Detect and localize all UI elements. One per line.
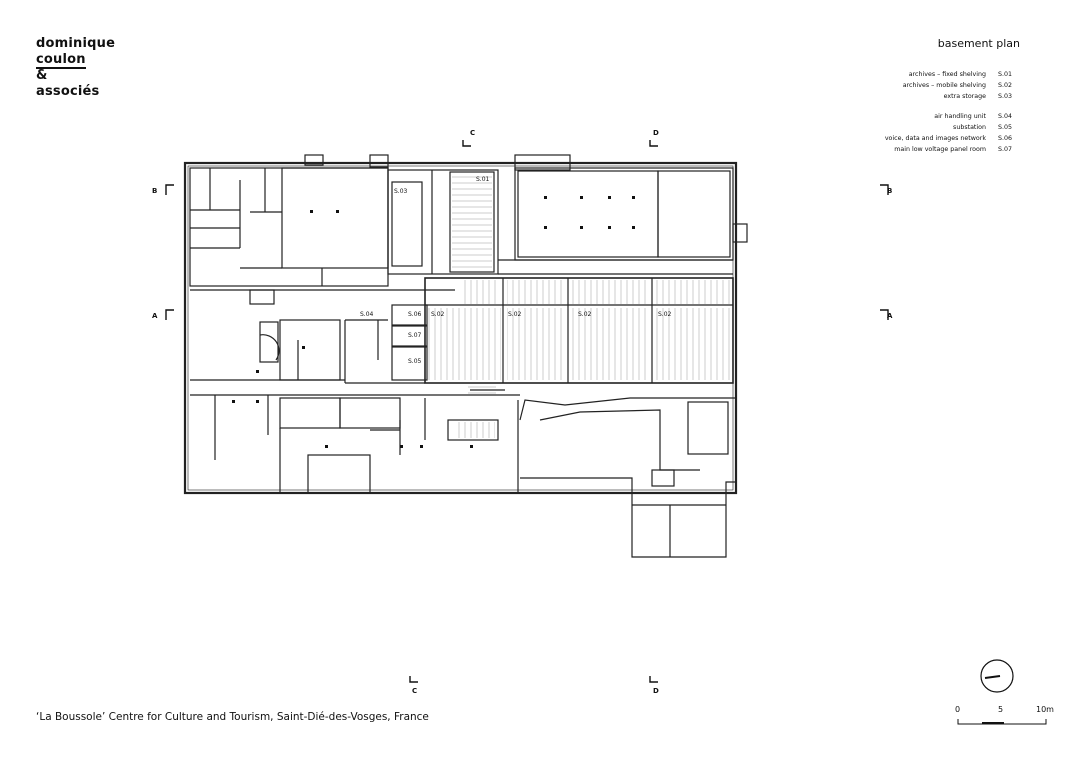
legend-row: archives – fixed shelving S.01 — [885, 70, 1020, 81]
legend-code: S.04 — [998, 113, 1013, 121]
room-label-s06: S.06 — [408, 311, 422, 318]
legend-row: voice, data and images network S.06 — [885, 134, 1020, 145]
section-label-a-left: A — [152, 312, 158, 320]
scale-bar: 0 5 10m — [955, 705, 1054, 725]
north-arrow-circle — [980, 659, 1014, 693]
project-caption: ‘La Boussole’ Centre for Culture and Tou… — [36, 711, 429, 723]
room-label-s04: S.04 — [360, 311, 374, 318]
legend-group-archives: archives – fixed shelving S.01 archives –… — [885, 70, 1020, 102]
room-label-s01: S.01 — [476, 176, 490, 183]
section-label-b-left: B — [152, 187, 157, 195]
legend-row: substation S.05 — [885, 123, 1020, 134]
legend-name: main low voltage panel room — [894, 145, 986, 153]
legend-code: S.02 — [998, 81, 1013, 89]
room-legend: archives – fixed shelving S.01 archives –… — [885, 70, 1020, 166]
legend-code: S.01 — [998, 71, 1013, 78]
room-label-s02-4: S.02 — [658, 311, 672, 318]
legend-code: S.06 — [998, 134, 1013, 142]
room-label-s03: S.03 — [394, 188, 408, 195]
legend-code: S.03 — [998, 92, 1013, 100]
legend-code: S.05 — [998, 124, 1013, 132]
logo-line-1: dominique — [36, 36, 116, 51]
structural-columns — [232, 196, 635, 448]
legend-name: substation — [953, 124, 986, 132]
legend-row: main low voltage panel room S.07 — [885, 145, 1020, 156]
legend-row: archives – mobile shelving S.02 — [885, 81, 1020, 92]
scale-label-five: 5 — [998, 705, 1003, 714]
scale-label-zero: 0 — [955, 705, 960, 714]
room-label-s02-2: S.02 — [508, 311, 522, 318]
north-arrow — [980, 659, 1014, 693]
legend-name: archives – fixed shelving — [908, 71, 986, 78]
room-label-s05: S.05 — [408, 358, 422, 365]
legend-name: extra storage — [943, 92, 986, 100]
room-label-s02-1: S.02 — [431, 311, 445, 318]
section-label-b-right: B — [887, 187, 892, 195]
section-label-d-bottom: D — [653, 687, 659, 695]
legend-code: S.07 — [998, 145, 1013, 153]
section-markers — [165, 140, 889, 683]
legend-name: air handling unit — [934, 113, 986, 121]
section-label-c-bottom: C — [412, 687, 417, 695]
legend-name: archives – mobile shelving — [902, 81, 986, 89]
room-label-s07: S.07 — [408, 332, 422, 339]
section-label-a-right: A — [887, 312, 893, 320]
legend-row: extra storage S.03 — [885, 92, 1020, 103]
wall-lines — [183, 154, 748, 558]
room-label-s02-3: S.02 — [578, 311, 592, 318]
logo-line-3: & — [36, 68, 48, 83]
section-label-c-top: C — [470, 129, 475, 137]
shelving-hatching — [428, 176, 730, 438]
plan-title: basement plan — [937, 37, 1020, 50]
scale-label-ten: 10m — [1036, 705, 1054, 714]
office-logo: dominique coulon & associés — [36, 36, 115, 100]
logo-line-4: associés — [36, 84, 100, 99]
section-label-d-top: D — [653, 129, 659, 137]
legend-group-technical: air handling unit S.04 substation S.05 voi… — [885, 112, 1020, 155]
north-arrow-needle — [984, 675, 1001, 679]
legend-row: air handling unit S.04 — [885, 112, 1020, 123]
legend-name: voice, data and images network — [884, 134, 986, 142]
scale-bar-segment — [982, 722, 1004, 724]
section-labels: B B A A C D C D — [152, 129, 893, 695]
room-labels: S.01 S.03 S.04 S.06 S.07 S.05 S.02 S.02 … — [360, 176, 672, 365]
logo-line-2: coulon — [36, 52, 86, 69]
